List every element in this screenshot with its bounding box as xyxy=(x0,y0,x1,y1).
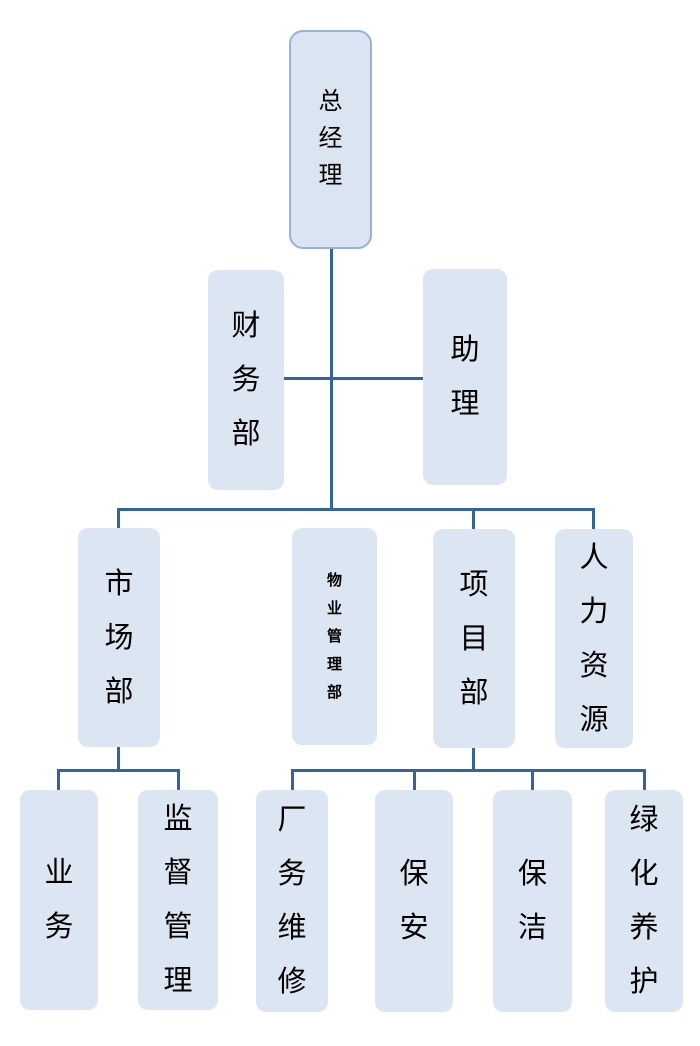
connector-level3-horizontal xyxy=(117,508,595,511)
node-business: 业务 xyxy=(20,790,98,1010)
node-cleaning: 保洁 xyxy=(493,790,572,1012)
node-supervision-management: 监督管理 xyxy=(138,790,218,1010)
node-assistant: 助理 xyxy=(423,269,507,485)
connector-greening-drop xyxy=(643,769,646,790)
node-security: 保安 xyxy=(375,790,453,1012)
node-general-manager: 总经理 xyxy=(289,30,372,249)
node-marketing-dept: 市场部 xyxy=(78,528,160,747)
connector-project-bottom-stub xyxy=(472,748,475,769)
node-human-resources: 人力资源 xyxy=(555,529,633,748)
connector-marketing-drop xyxy=(117,508,120,528)
connector-cleaning-drop xyxy=(531,769,534,790)
node-project-dept: 项目部 xyxy=(433,529,515,748)
node-greening-maintenance: 绿化养护 xyxy=(605,790,683,1012)
node-factory-maintenance: 厂务维修 xyxy=(256,790,328,1012)
connector-project-drop xyxy=(472,508,475,529)
node-finance-dept: 财务部 xyxy=(208,270,284,490)
connector-staff-horizontal xyxy=(284,377,423,380)
connector-marketing-bottom-stub xyxy=(117,746,120,769)
connector-security-drop xyxy=(413,769,416,790)
connector-business-drop xyxy=(57,769,60,790)
node-property-management-dept: 物业管理部 xyxy=(292,528,377,745)
connector-project-sub-horizontal xyxy=(291,769,646,772)
connector-hr-drop xyxy=(592,508,595,529)
connector-factory-drop xyxy=(291,769,294,790)
connector-marketing-sub-horizontal xyxy=(57,769,180,772)
connector-supervision-drop xyxy=(177,769,180,790)
